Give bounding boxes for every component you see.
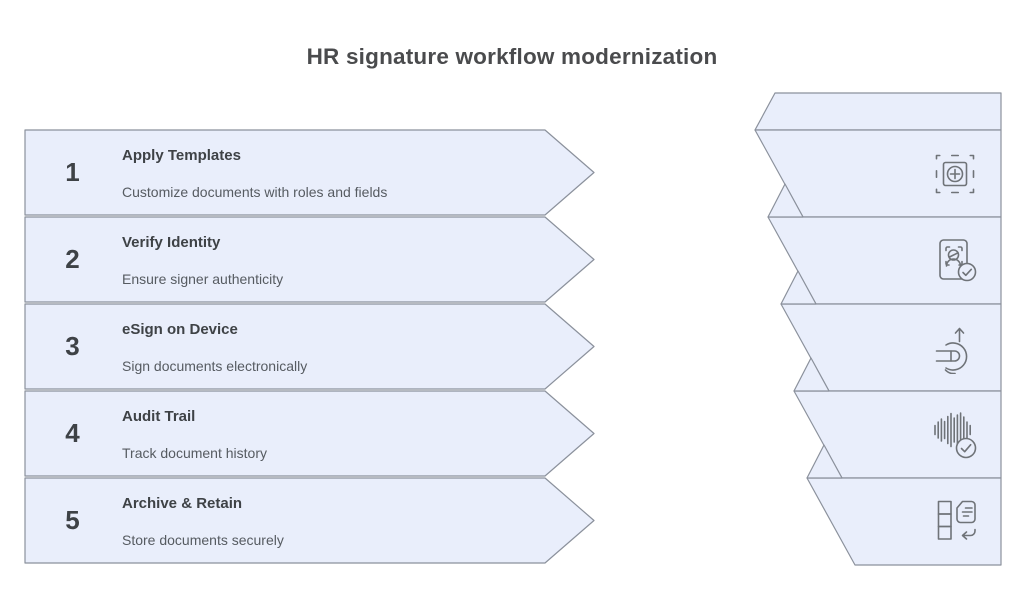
step-description: Customize documents with roles and field… (122, 184, 388, 200)
step-title: Verify Identity (122, 234, 221, 251)
tap-to-sign-icon (929, 322, 981, 374)
step-number: 2 (65, 244, 80, 274)
step-description: Ensure signer authenticity (122, 271, 284, 287)
ribbon-fold-triangle-4 (806, 444, 843, 479)
step-2-arrow-shape (24, 216, 595, 303)
step-row-5: 5 Archive & Retain Store documents secur… (25, 478, 545, 563)
archive-return-icon (929, 496, 981, 548)
step-row-1: 1 Apply Templates Customize documents wi… (25, 130, 545, 215)
waveform-check-icon (929, 409, 981, 461)
ribbon-fold-triangle-2 (780, 270, 817, 305)
step-title: Archive & Retain (122, 495, 243, 512)
step-description: Track document history (122, 445, 267, 461)
step-description: Store documents securely (122, 532, 284, 548)
step-3-arrow-shape (24, 303, 595, 390)
step-row-2: 2 Verify Identity Ensure signer authenti… (25, 217, 545, 302)
ribbon-fold-triangle-3 (793, 357, 830, 392)
step-number: 5 (65, 505, 80, 535)
identity-verification-icon (929, 235, 981, 287)
step-number: 3 (65, 331, 80, 361)
step-number: 4 (65, 418, 80, 448)
step-1-arrow-shape (24, 129, 595, 216)
ribbon-band-5 (806, 477, 1002, 566)
step-row-3: 3 eSign on Device Sign documents electro… (25, 304, 545, 389)
ribbon-fold-triangle-1 (767, 183, 804, 218)
step-row-4: 4 Audit Trail Track document history (25, 391, 545, 476)
step-title: Apply Templates (122, 147, 241, 164)
step-description: Sign documents electronically (122, 358, 308, 374)
ribbon-top-fold (754, 92, 1002, 131)
step-number: 1 (65, 157, 80, 187)
template-add-icon (929, 148, 981, 200)
step-title: Audit Trail (122, 408, 196, 425)
step-4-arrow-shape (24, 390, 595, 477)
page-title: HR signature workflow modernization (306, 44, 718, 69)
step-title: eSign on Device (122, 321, 238, 338)
step-5-arrow-shape (24, 477, 595, 564)
